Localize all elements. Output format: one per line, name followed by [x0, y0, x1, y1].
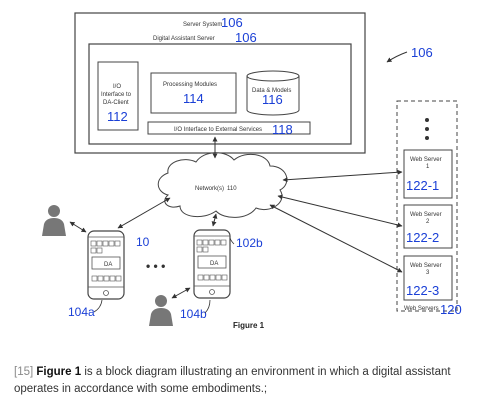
io-external-ref: 118 [272, 122, 293, 137]
caption-number: [15] [14, 366, 34, 378]
device-2-network-link [211, 213, 218, 227]
processing-box [150, 72, 237, 114]
caption-figure-ref: Figure 1 [36, 366, 82, 378]
device-2-da-label: DA [210, 261, 218, 267]
io-client-ref: 112 [107, 109, 128, 124]
io-external-label: I/O Interface to External Services [174, 127, 262, 133]
web-servers-more-dot [425, 127, 429, 131]
device-2-leader [229, 237, 235, 245]
io-client-box [97, 61, 139, 131]
web-server-1-num: 1 [426, 164, 430, 170]
web-servers-more-dot [425, 118, 429, 122]
user-1-device-link [69, 221, 87, 233]
web-server-1-label: Web Server [410, 157, 442, 163]
io-external-box [147, 121, 311, 135]
web-server-2-ref: 122-2 [406, 230, 439, 245]
web-servers-label: Web Servers [404, 306, 439, 312]
server-system-ref: 106 [221, 15, 243, 30]
device-1-network-link [117, 197, 171, 229]
figure-caption: [15] Figure 1 is a block diagram illustr… [14, 364, 484, 398]
da-server-box [88, 43, 352, 145]
da-server-ref: 106 [235, 30, 257, 45]
web-server-3-box [403, 255, 453, 301]
device-1-phone [87, 230, 125, 300]
device-2-phone [193, 229, 231, 299]
figure-label: Figure 1 [233, 321, 265, 330]
web-server-3-num: 3 [426, 270, 430, 276]
device-1-ref-bottom: 104a [68, 305, 95, 319]
user-2-device-link [171, 287, 191, 299]
web-server-2-num: 2 [426, 219, 430, 225]
web-server-1-ref: 122-1 [406, 178, 439, 193]
device-1-ref: 10 [136, 235, 150, 249]
device-1-leader [93, 299, 103, 313]
web-servers-ref: 120 [440, 302, 462, 317]
processing-ref: 114 [183, 91, 204, 106]
network-webserver2-link [277, 194, 403, 228]
devices-ellipsis: • • • [146, 259, 165, 273]
io-client-line2: Interface to [101, 92, 132, 98]
web-server-1-box [403, 149, 453, 199]
web-server-3-ref: 122-3 [406, 283, 439, 298]
da-server-label: Digital Assistant Server [153, 36, 215, 42]
device-2-leader-bottom [204, 299, 211, 314]
ref-106-label: 106 [411, 45, 433, 60]
web-server-3-label: Web Server [410, 263, 442, 269]
network-webserver3-link [269, 204, 403, 273]
caption-text: is a block diagram illustrating an envir… [14, 366, 451, 395]
web-servers-more-dot [425, 136, 429, 140]
device-2-ref-bottom: 104b [180, 307, 207, 321]
server-system-label: Server System [183, 22, 222, 28]
user-2-icon [149, 295, 173, 326]
data-models-cylinder [246, 70, 300, 116]
device-1-da-label: DA [104, 262, 112, 268]
user-1-icon [42, 205, 66, 236]
environment-diagram: Server System 106 Digital Assistant Serv… [42, 12, 462, 330]
data-models-label: Data & Models [252, 88, 291, 94]
ref-106-leader [386, 51, 408, 63]
io-client-line1: I/O [113, 84, 121, 90]
web-server-2-box [403, 204, 453, 249]
network-label: Network(s) [195, 186, 224, 192]
web-server-2-label: Web Server [410, 212, 442, 218]
network-ref: 110 [227, 186, 237, 192]
processing-label: Processing Modules [163, 82, 217, 88]
data-models-ref: 116 [262, 92, 283, 107]
io-client-line3: DA-Client [103, 100, 129, 106]
network-webserver1-link [282, 169, 403, 183]
device-2-ref: 102b [236, 236, 263, 250]
